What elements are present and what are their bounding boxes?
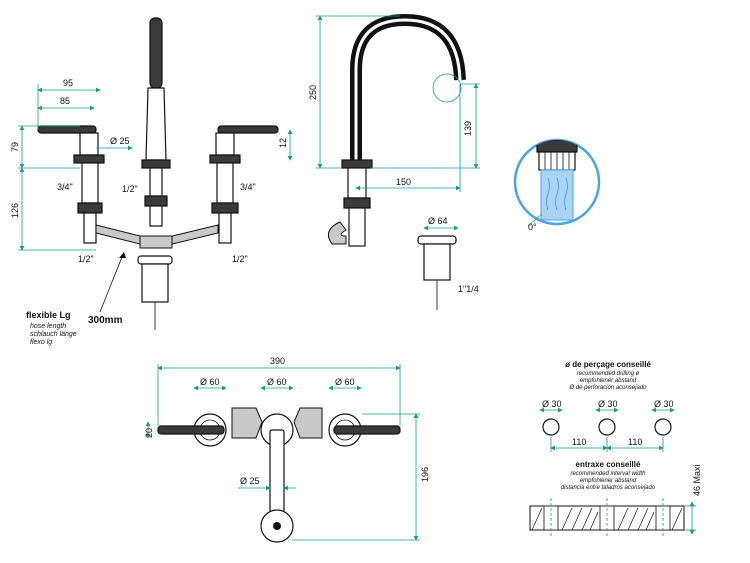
- drilling-en: recommended drilling ø: [577, 371, 640, 377]
- hose-title: flexible Lg: [26, 310, 71, 320]
- left-valve-head: [79, 132, 99, 156]
- dim-diam-25: Ø 25: [110, 136, 130, 146]
- dim-0-deg: 0°: [528, 222, 537, 232]
- waste-cap: [137, 255, 173, 265]
- thread-right-bottom: 1/2": [232, 254, 248, 264]
- top-left-lever: [157, 425, 225, 435]
- dim-110-left: 110: [572, 437, 586, 447]
- thread-left-bottom: 1/2": [78, 254, 94, 264]
- dim-diam-60-center: Ø 60: [267, 377, 287, 387]
- dim-196: 196: [420, 467, 430, 482]
- dim-250: 250: [308, 85, 318, 100]
- dim-126: 126: [10, 203, 20, 218]
- aerator-detail: 0°: [513, 138, 601, 232]
- waste-side-body: [423, 243, 451, 281]
- dim-390: 390: [270, 356, 285, 366]
- hose-callout: 300mm flexible Lg hose length schlauch l…: [26, 251, 126, 346]
- thread-left: 3/4": [57, 182, 73, 192]
- top-dimensions: 390 Ø 60 Ø 60 Ø 60 20 196 Ø 25: [144, 356, 430, 541]
- spacing-title: entraxe conseillé: [576, 460, 641, 469]
- front-view: [37, 17, 279, 330]
- dim-85: 85: [60, 96, 70, 106]
- hole-left: [542, 418, 560, 436]
- right-valve-tail: [218, 212, 232, 244]
- right-valve-flange: [211, 202, 239, 214]
- top-right-lever: [333, 425, 401, 435]
- side-hose: [327, 221, 347, 245]
- dim-150: 150: [396, 177, 411, 187]
- spacing-en: recommended interval width: [570, 471, 646, 477]
- side-dimensions: 250 139 150: [308, 15, 480, 192]
- dim-diam-60-right: Ø 60: [335, 377, 355, 387]
- dim-110-right: 110: [628, 437, 642, 447]
- top-hose-left: [231, 407, 263, 439]
- right-valve-body: [216, 162, 234, 204]
- hose-length: 300mm: [88, 315, 123, 326]
- right-lever: [217, 125, 279, 134]
- side-nut: [341, 159, 373, 169]
- drilling-title: ø de perçage conseillé: [565, 360, 651, 369]
- left-valve-flange: [77, 202, 103, 214]
- waste-side-view: Ø 64 1"1/4: [417, 216, 479, 310]
- dim-12: 12: [278, 138, 288, 148]
- hose-tee: [139, 235, 173, 249]
- drilling-de: empfohlener abstand: [580, 378, 637, 384]
- spout-arc: [350, 13, 466, 160]
- dim-79: 79: [10, 142, 20, 152]
- spout-flange: [144, 195, 168, 207]
- spacing-de: empfohlener abstand: [580, 478, 637, 484]
- hole-center: [598, 418, 616, 436]
- spout-tail: [149, 205, 163, 227]
- left-valve-nut: [73, 154, 105, 164]
- aerator-detail-circle: [432, 73, 462, 103]
- side-view: [327, 13, 466, 247]
- drilling-panel: ø de perçage conseillé recommended drill…: [529, 360, 702, 538]
- dim-diam-30-left: Ø 30: [542, 399, 562, 409]
- hole-right: [654, 418, 672, 436]
- waste-plug: [417, 235, 457, 245]
- left-lever: [37, 125, 97, 134]
- thread-1-1-4: 1"1/4: [458, 284, 479, 294]
- hose-en: hose length: [30, 323, 66, 330]
- dim-diam-30-right: Ø 30: [654, 399, 674, 409]
- side-flange: [343, 197, 371, 209]
- side-body: [347, 167, 367, 199]
- dim-diam-30-center: Ø 30: [598, 399, 618, 409]
- hose-de: schlauch länge: [30, 331, 77, 338]
- hose-es: flexo lg: [30, 339, 52, 346]
- spout-top: [149, 17, 163, 89]
- front-dimensions: 95 85 79 126 Ø 25 12 3/4" 1/2" 3/4" 1/2"…: [10, 78, 293, 264]
- dim-diam-60-left: Ø 60: [200, 377, 220, 387]
- dim-20: 20: [144, 428, 154, 438]
- dim-diam-64: Ø 64: [428, 216, 448, 226]
- spout-nut: [141, 159, 171, 169]
- right-valve-head: [215, 132, 235, 156]
- waste-body: [141, 263, 169, 303]
- thread-right: 3/4": [240, 182, 256, 192]
- dim-46-maxi: 46 Maxi: [692, 464, 702, 496]
- spout-shank: [149, 167, 163, 197]
- dim-diam-25-spout: Ø 25: [240, 476, 260, 486]
- top-view: [157, 407, 401, 543]
- left-valve-tail: [83, 212, 97, 244]
- dim-95: 95: [63, 78, 73, 88]
- side-tail: [348, 207, 366, 247]
- countertop-section: [529, 498, 685, 538]
- top-spout: [269, 429, 285, 513]
- drilling-es: Ø de perforación aconsejado: [568, 385, 647, 391]
- right-valve-nut: [209, 154, 241, 164]
- top-hose-right: [293, 407, 323, 439]
- left-valve-body: [81, 162, 99, 204]
- thread-center: 1/2": [122, 184, 138, 194]
- dim-139: 139: [463, 121, 473, 136]
- spacing-es: distancia entre taladros aconsejado: [561, 485, 656, 491]
- spout-column: [145, 87, 167, 161]
